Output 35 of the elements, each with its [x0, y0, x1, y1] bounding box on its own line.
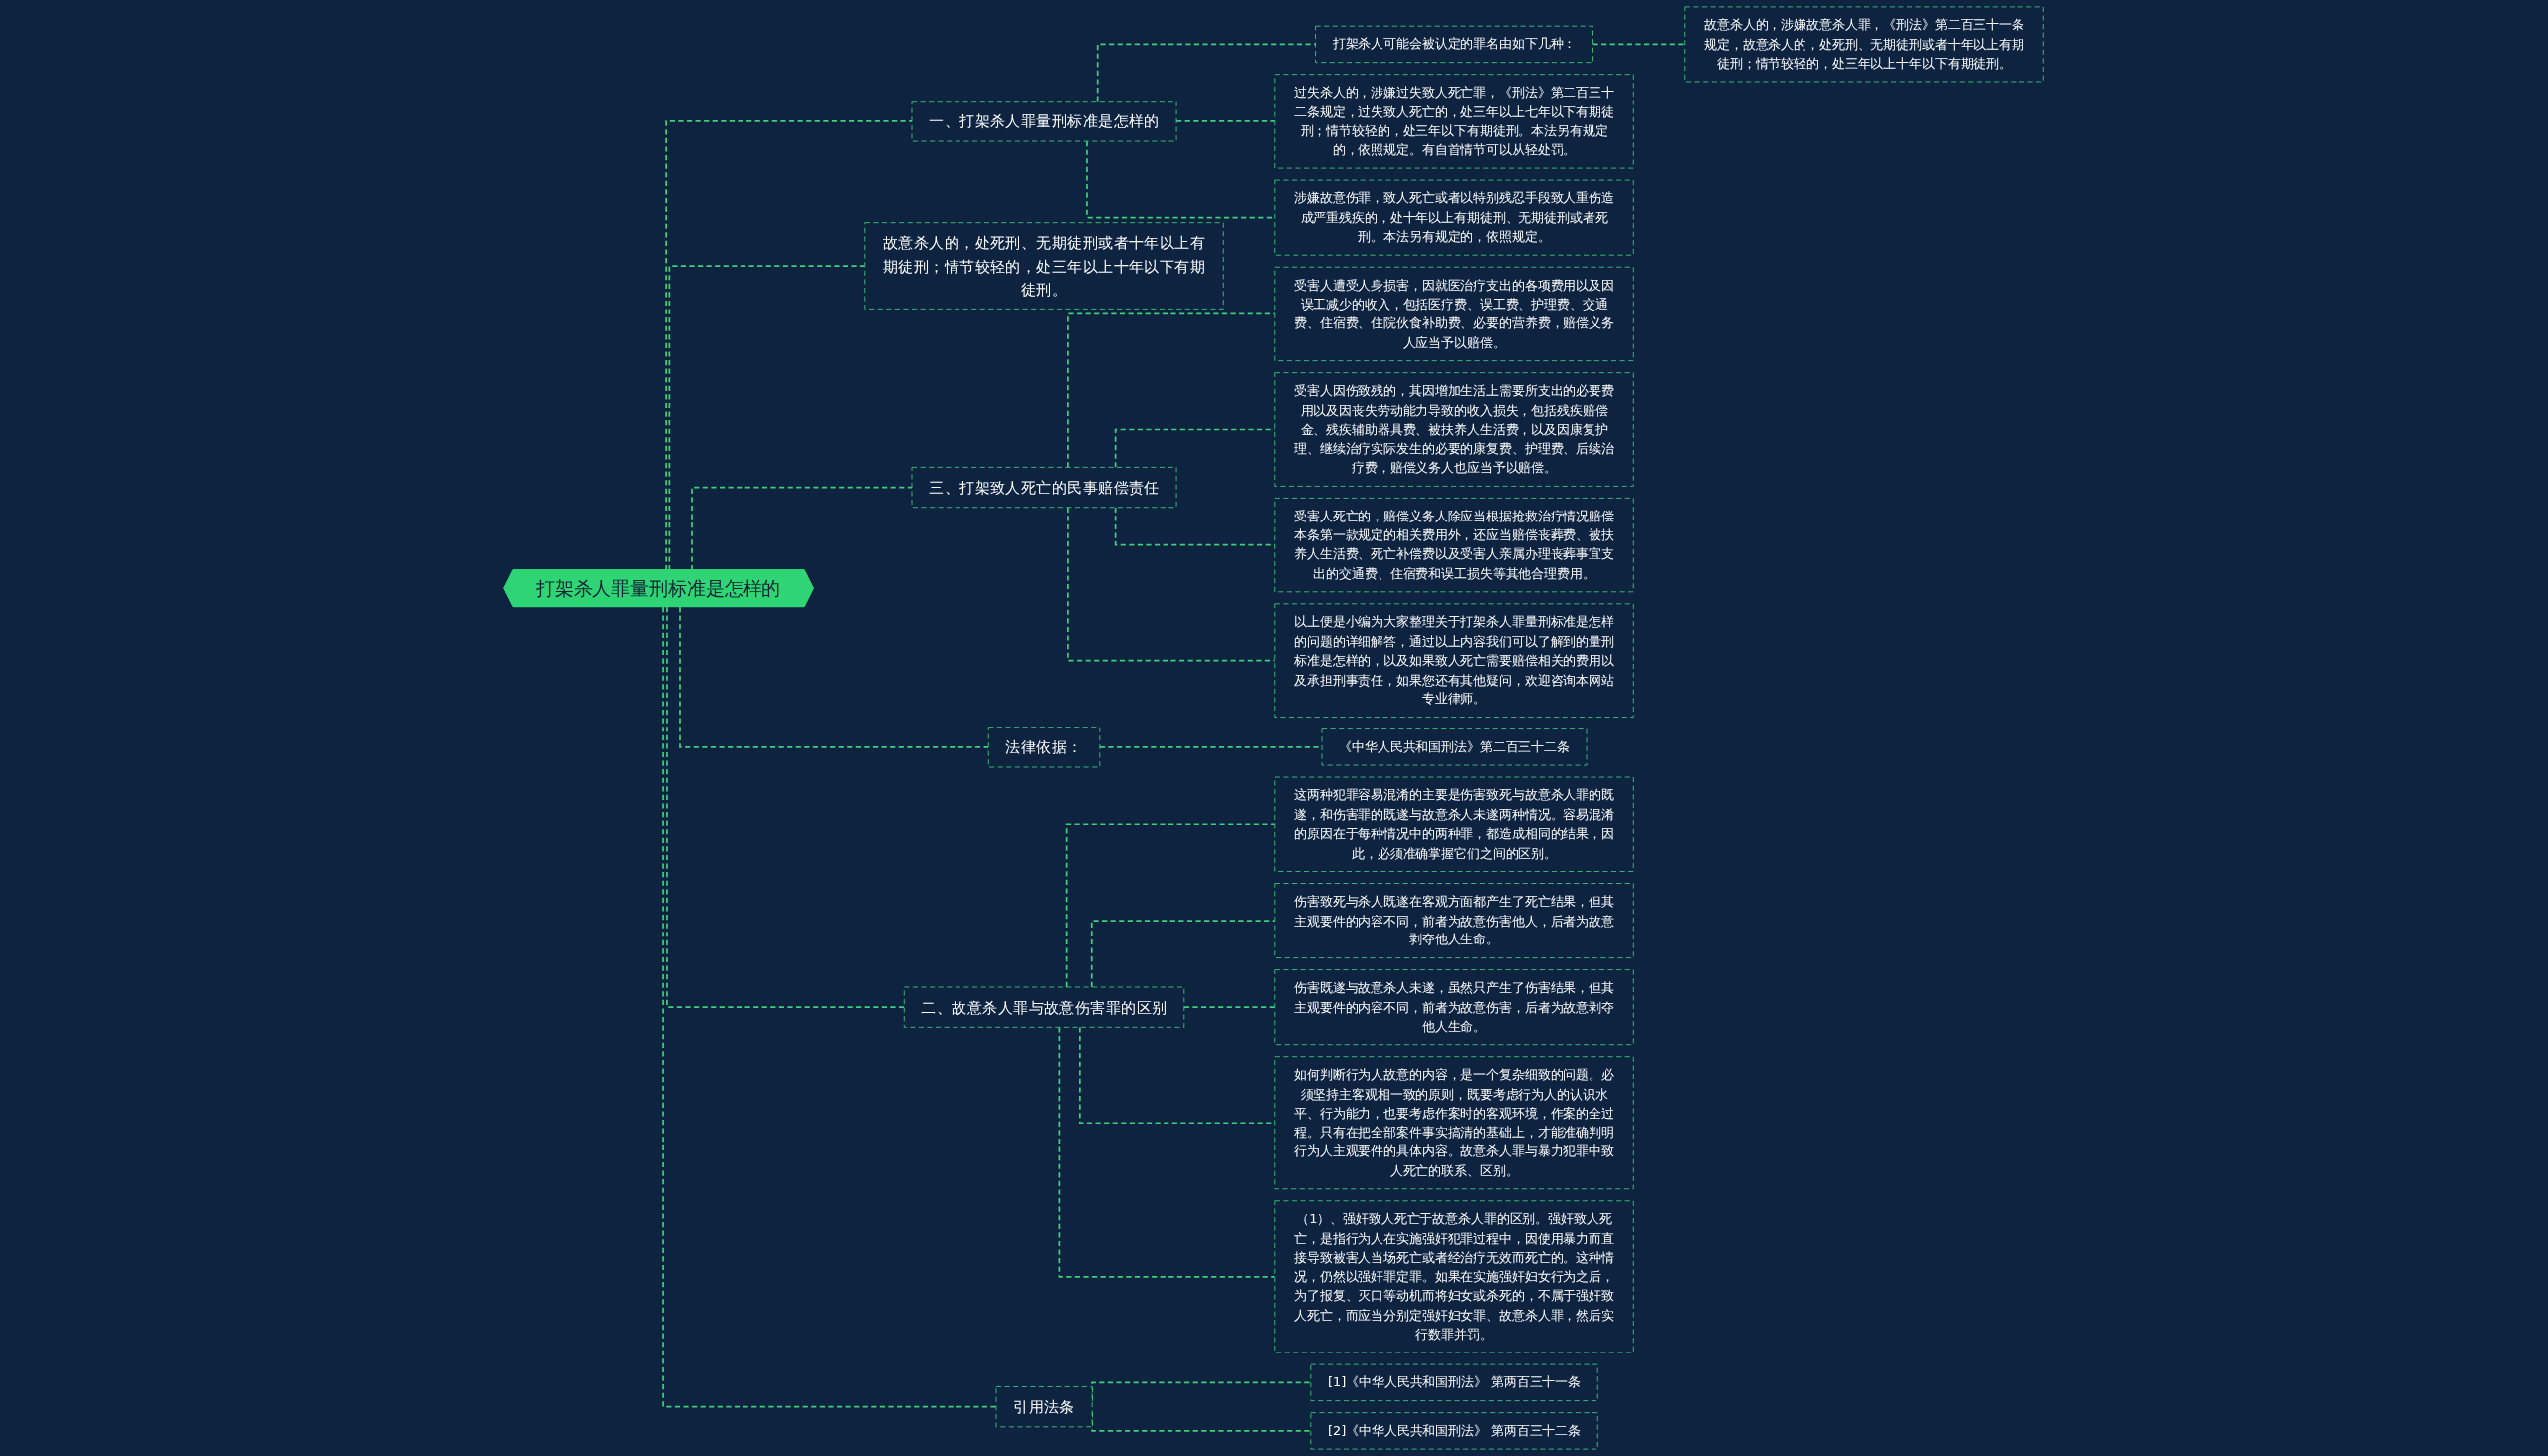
connector: [691, 486, 914, 571]
connector: [1067, 312, 1277, 469]
node-box: 二、故意杀人罪与故意伤害罪的区别: [904, 986, 1185, 1028]
connector: [1175, 120, 1277, 122]
node-box: 受害人死亡的，赔偿义务人除应当根据抢救治疗情况赔偿本条第一款规定的相关费用外，还应当赔偿丧葬费、被扶养人生活费、死亡补偿费以及受害人亲属办理丧葬事宜支出的交通费、住宿费和误工损失等其他合理费用。: [1274, 497, 1635, 593]
connector: [668, 265, 867, 571]
node-box: 法律依据：: [988, 727, 1101, 768]
node-box: 伤害致死与杀人既遂在客观方面都产生了死亡结果，但其主观要件的内容不同，前者为故意伤害他人，后者为故意剥夺他人生命。: [1274, 883, 1635, 958]
node-box: 引用法条: [996, 1386, 1093, 1428]
node-box: 受害人遭受人身损害，因就医治疗支出的各项费用以及因误工减少的收入，包括医疗费、误工费、护理费、交通费、住宿费、住院伙食补助费、必要的营养费，赔偿义务人应当予以赔偿。: [1274, 266, 1635, 362]
node-box: 伤害既遂与故意杀人未遂，虽然只产生了伤害结果，但其主观要件的内容不同，前者为故意伤害，后者为故意剥夺他人生命。: [1274, 969, 1635, 1046]
node-box: 受害人因伤致残的，其因增加生活上需要所支出的必要费用以及因丧失劳动能力导致的收入损失，包括残疾赔偿金、残疾辅助器具费、被扶养人生活费，以及因康复护理、继续治疗实际发生的必要的康复费、护理费、后续治疗费，赔偿义务人也应当予以赔偿。: [1274, 372, 1635, 487]
node-box: 《中华人民共和国刑法》第二百三十二条: [1322, 728, 1588, 766]
node-box: 打架杀人可能会被认定的罪名由如下几种：: [1315, 25, 1594, 64]
connector: [679, 606, 990, 748]
connector: [666, 606, 906, 1008]
node-box: 三、打架致人死亡的民事赔偿责任: [912, 466, 1177, 509]
node-box: [1]《中华人民共和国刑法》 第两百三十一条: [1310, 1363, 1599, 1402]
node-box: 故意杀人的，涉嫌故意杀人罪，《刑法》第二百三十一条规定，故意杀人的，处死刑、无期徒刑或者十年以上有期徒刑；情节较轻的，处三年以上十年以下有期徒刑。: [1684, 6, 2045, 83]
node-box: 涉嫌故意伤罪，致人死亡或者以特别残忍手段致人重伤造成严重残疾的，处十年以上有期徒刑、无期徒刑或者死刑。本法另有规定的，依照规定。: [1274, 179, 1635, 256]
connector: [662, 606, 998, 1408]
node-box: 这两种犯罪容易混淆的主要是伤害致死与故意杀人罪的既遂，和伤害罪的既遂与故意杀人未遂两种情况。容易混淆的原因在于每种情况中的两种罪，都造成相同的结果，因此，必须准确掌握它们之间的区别。: [1274, 776, 1635, 872]
connector: [1091, 920, 1277, 988]
node-box: [2]《中华人民共和国刑法》 第两百三十二条: [1310, 1412, 1599, 1450]
connector: [1058, 1026, 1277, 1278]
node-box: 过失杀人的，涉嫌过失致人死亡罪，《刑法》第二百三十二条规定，过失致人死亡的，处三年以上七年以下有期徒刑；情节较轻的，处三年以下有期徒刑。本法另有规定的，依照规定。有自首情节可以从轻处罚。: [1274, 74, 1635, 169]
node-box: 以上便是小编为大家整理关于打架杀人罪量刑标准是怎样的问题的详细解答，通过以上内容我们可以了解到的量刑标准是怎样的，以及如果致人死亡需要赔偿相关的费用以及承担刑事责任，如果您还有其他疑问，欢迎咨询本网站专业律师。: [1274, 603, 1635, 718]
connector: [1183, 1006, 1277, 1008]
node-box: 如何判断行为人故意的内容，是一个复杂细致的问题。必须坚持主客观相一致的原则，既要考虑行为人的认识水平、行为能力，也要考虑作案时的客观环境，作案的全过程。只有在把全部案件事实搞清的基础上，才能准确判明行为人主观要件的具体内容。故意杀人罪与暴力犯罪中致人死亡的联系、区别。: [1274, 1056, 1635, 1190]
connector: [1067, 506, 1277, 662]
node-box: 故意杀人的，处死刑、无期徒刑或者十年以上有期徒刑；情节较轻的，处三年以上十年以下有期徒刑。: [864, 222, 1225, 310]
connector: [665, 120, 914, 571]
connector: [1066, 823, 1277, 988]
node-box: 一、打架杀人罪量刑标准是怎样的: [912, 101, 1177, 142]
node-box: （1）、强奸致人死亡于故意杀人罪的区别。强奸致人死亡，是指行为人在实施强奸犯罪过程中，因使用暴力而直接导致被害人当场死亡或者经治疗无效而死亡的。这种情况，仍然以强奸罪定罪。如果在实施强奸妇女行为之后，为了报复、灭口等动机而将妇女或杀死的，不属于强奸致人死亡，而应当分别定强奸妇女罪、故意杀人罪，然后实行数罪并罚。: [1274, 1200, 1635, 1353]
